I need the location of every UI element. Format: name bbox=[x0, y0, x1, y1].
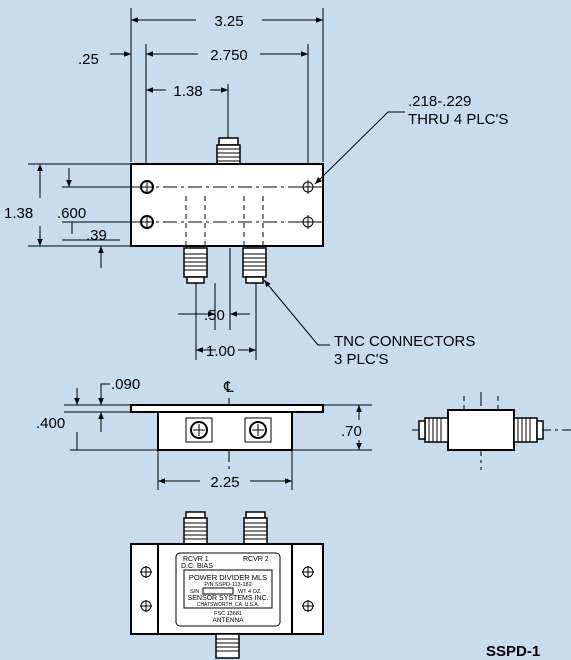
dim-top-conn-pos: 1.38 bbox=[173, 83, 202, 100]
label-dc-bias: D.C. BIAS bbox=[181, 563, 213, 570]
top-tnc-connector bbox=[216, 137, 241, 165]
dim-upper-hole: .600 bbox=[57, 205, 86, 222]
top-view: 3.25 2.750 .25 1.38 bbox=[4, 8, 508, 368]
label-part-number: P/N SSPD-113-182 bbox=[204, 582, 251, 588]
note-connectors-line1: TNC CONNECTORS bbox=[334, 333, 475, 350]
label-rcvr2: RCVR 2 bbox=[243, 556, 269, 563]
dim-edge-offset: .25 bbox=[78, 51, 99, 68]
model-number: SSPD-1 bbox=[486, 643, 540, 660]
dim-hole-spacing: 2.750 bbox=[210, 47, 248, 64]
label-serial: S/N bbox=[190, 589, 199, 595]
note-holes-line1: .218-.229 bbox=[408, 93, 471, 110]
dim-height: 1.38 bbox=[4, 205, 33, 222]
top-view-body bbox=[130, 163, 324, 247]
dim-lower-hole: .39 bbox=[86, 227, 107, 244]
dim-flange-height: .400 bbox=[36, 415, 65, 432]
dim-body-height: .70 bbox=[341, 423, 362, 440]
label-weight: WT 4 OZ. bbox=[238, 589, 262, 595]
product-label-plate bbox=[175, 552, 281, 627]
label-rcvr1: RCVR 1 bbox=[183, 556, 209, 563]
side-view bbox=[412, 392, 571, 470]
front-body bbox=[157, 411, 293, 451]
bottom-tnc-connector-right bbox=[242, 247, 267, 284]
dim-conn-offset: .50 bbox=[204, 307, 225, 324]
label-fsc: FSC 13681 bbox=[214, 611, 242, 617]
label-company: SENSOR SYSTEMS INC. bbox=[188, 595, 269, 602]
dim-body-width: 2.25 bbox=[210, 474, 239, 491]
front-flange bbox=[130, 404, 324, 413]
front-view: ℄ .090 .400 .70 bbox=[36, 376, 372, 491]
bottom-view: RCVR 1 D.C. BIAS RCVR 2 POWER DIVIDER ML… bbox=[130, 511, 324, 659]
note-holes-line2: THRU 4 PLC'S bbox=[408, 111, 508, 128]
label-location: CHATSWORTH, CA. U.S.A. bbox=[197, 602, 259, 608]
mounting-holes bbox=[140, 180, 315, 229]
dim-overall-length: 3.25 bbox=[214, 13, 243, 30]
dim-flange-thickness: .090 bbox=[111, 376, 140, 393]
dim-conn-spacing: 1.00 bbox=[206, 343, 235, 360]
centerline-symbol: ℄ bbox=[223, 379, 234, 396]
label-antenna: ANTENNA bbox=[212, 617, 244, 624]
bottom-tnc-connector-left bbox=[183, 247, 208, 284]
note-connectors-line2: 3 PLC'S bbox=[334, 351, 389, 368]
label-product: POWER DIVIDER MLS bbox=[189, 573, 267, 582]
